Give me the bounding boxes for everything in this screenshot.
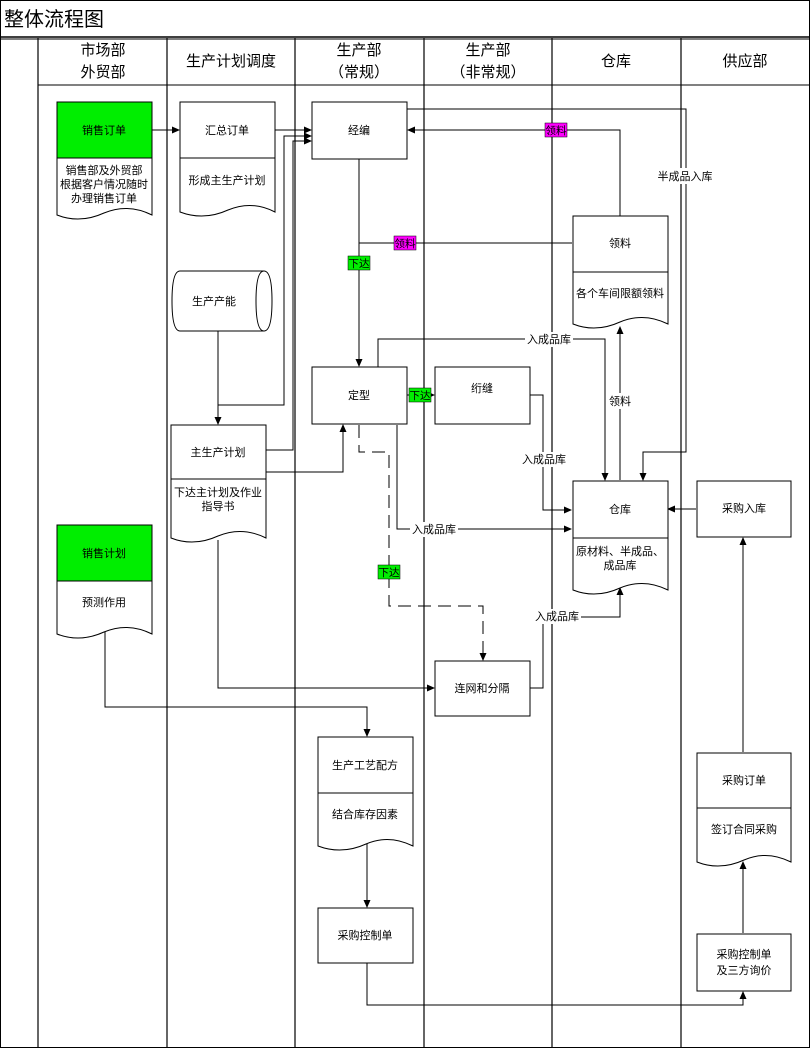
master-plan-desc-2: 指导书 [202, 499, 235, 513]
label-fin-in-2: 入成品库 [522, 453, 566, 466]
summary-order-title: 汇总订单 [205, 123, 249, 137]
node-summary-order: 汇总订单 形成主生产计划 [179, 101, 276, 217]
sales-order-desc-3: 办理销售订单 [71, 191, 137, 205]
node-sewing: 绗缝 [434, 366, 531, 425]
control-quote-title: 采购控制单 [717, 947, 772, 961]
purchase-control-title: 采购控制单 [338, 928, 393, 942]
material-pick-desc: 各个车间限额领料 [576, 286, 664, 300]
control-quote-desc: 及三方询价 [717, 963, 772, 977]
lane-separators [37, 38, 682, 1048]
tag-issue-2: 下达 [410, 390, 431, 402]
purchase-order-desc: 签订合同采购 [711, 822, 777, 836]
label-fin-in-3: 入成品库 [412, 523, 456, 536]
lane-header-planning: 生产计划调度 [186, 52, 276, 70]
lane-header-production-special-1: 生产部 [465, 41, 510, 59]
lane-header-production-regular-2: （常规） [329, 63, 389, 81]
capacity-title: 生产产能 [192, 294, 236, 308]
lane-header-production-special-2: （非常规） [450, 63, 525, 81]
tag-issue-1: 下达 [349, 258, 370, 270]
node-sales-plan: 销售计划 预测作用 [56, 524, 153, 639]
node-shaping: 定型 [311, 366, 408, 425]
node-purchase-order: 采购订单 签订合同采购 [696, 752, 792, 867]
node-warp: 经编 [311, 101, 408, 160]
label-fin-in-1: 入成品库 [527, 333, 571, 346]
label-fin-in-4: 入成品库 [535, 610, 579, 623]
master-plan-title: 主生产计划 [191, 445, 246, 459]
tag-issue-3: 下达 [379, 567, 400, 579]
diagram-title: 整体流程图 [4, 7, 104, 31]
lane-header-warehouse: 仓库 [601, 52, 631, 70]
node-capacity: 生产产能 [171, 270, 273, 332]
node-control-quote: 采购控制单 及三方询价 [696, 933, 792, 992]
lane-header-marketing-2: 外贸部 [80, 63, 125, 81]
sales-order-desc-2: 根据客户情况随时 [60, 177, 148, 191]
process-recipe-desc: 结合库存因素 [332, 807, 398, 821]
node-material-pick: 领料 各个车间限额领料 [572, 215, 669, 329]
warehouse-desc-1: 原材料、半成品、 [576, 544, 664, 558]
dashed-connector [358, 425, 487, 661]
sales-order-desc-1: 销售部及外贸部 [66, 163, 143, 177]
purchase-in-title: 采购入库 [722, 501, 766, 515]
purchase-order-title: 采购订单 [722, 773, 766, 787]
warehouse-title: 仓库 [609, 502, 631, 516]
warp-title: 经编 [348, 123, 370, 137]
lane-header-marketing-1: 市场部 [80, 41, 125, 59]
sewing-title: 绗缝 [471, 381, 493, 395]
label-semi-in: 半成品入库 [658, 169, 713, 183]
process-recipe-title: 生产工艺配方 [332, 758, 398, 772]
lane-header-production-regular-1: 生产部 [336, 41, 381, 59]
sales-order-title: 销售订单 [82, 123, 126, 137]
sales-plan-title: 销售计划 [82, 546, 126, 560]
label-pick-vertical: 领料 [609, 394, 631, 408]
connect-net-title: 连网和分隔 [455, 682, 510, 695]
node-purchase-in: 采购入库 [696, 480, 792, 538]
shaping-title: 定型 [348, 388, 370, 402]
node-process-recipe: 生产工艺配方 结合库存因素 [317, 736, 414, 851]
node-purchase-control: 采购控制单 [317, 907, 414, 964]
node-warehouse: 仓库 原材料、半成品、 成品库 [572, 480, 669, 595]
lane-header-supply: 供应部 [722, 52, 767, 70]
sales-plan-desc: 预测作用 [82, 596, 126, 609]
warehouse-desc-2: 成品库 [604, 559, 637, 572]
summary-order-desc: 形成主生产计划 [189, 173, 266, 187]
tag-pick-1: 领料 [546, 124, 567, 137]
material-pick-title: 领料 [609, 236, 631, 250]
node-connect-net: 连网和分隔 [434, 660, 531, 717]
node-sales-order: 销售订单 销售部及外贸部 根据客户情况随时 办理销售订单 [56, 101, 153, 220]
master-plan-desc-1: 下达主计划及作业 [174, 486, 262, 499]
tag-pick-2: 领料 [395, 237, 416, 250]
node-master-plan: 主生产计划 下达主计划及作业 指导书 [170, 424, 267, 543]
